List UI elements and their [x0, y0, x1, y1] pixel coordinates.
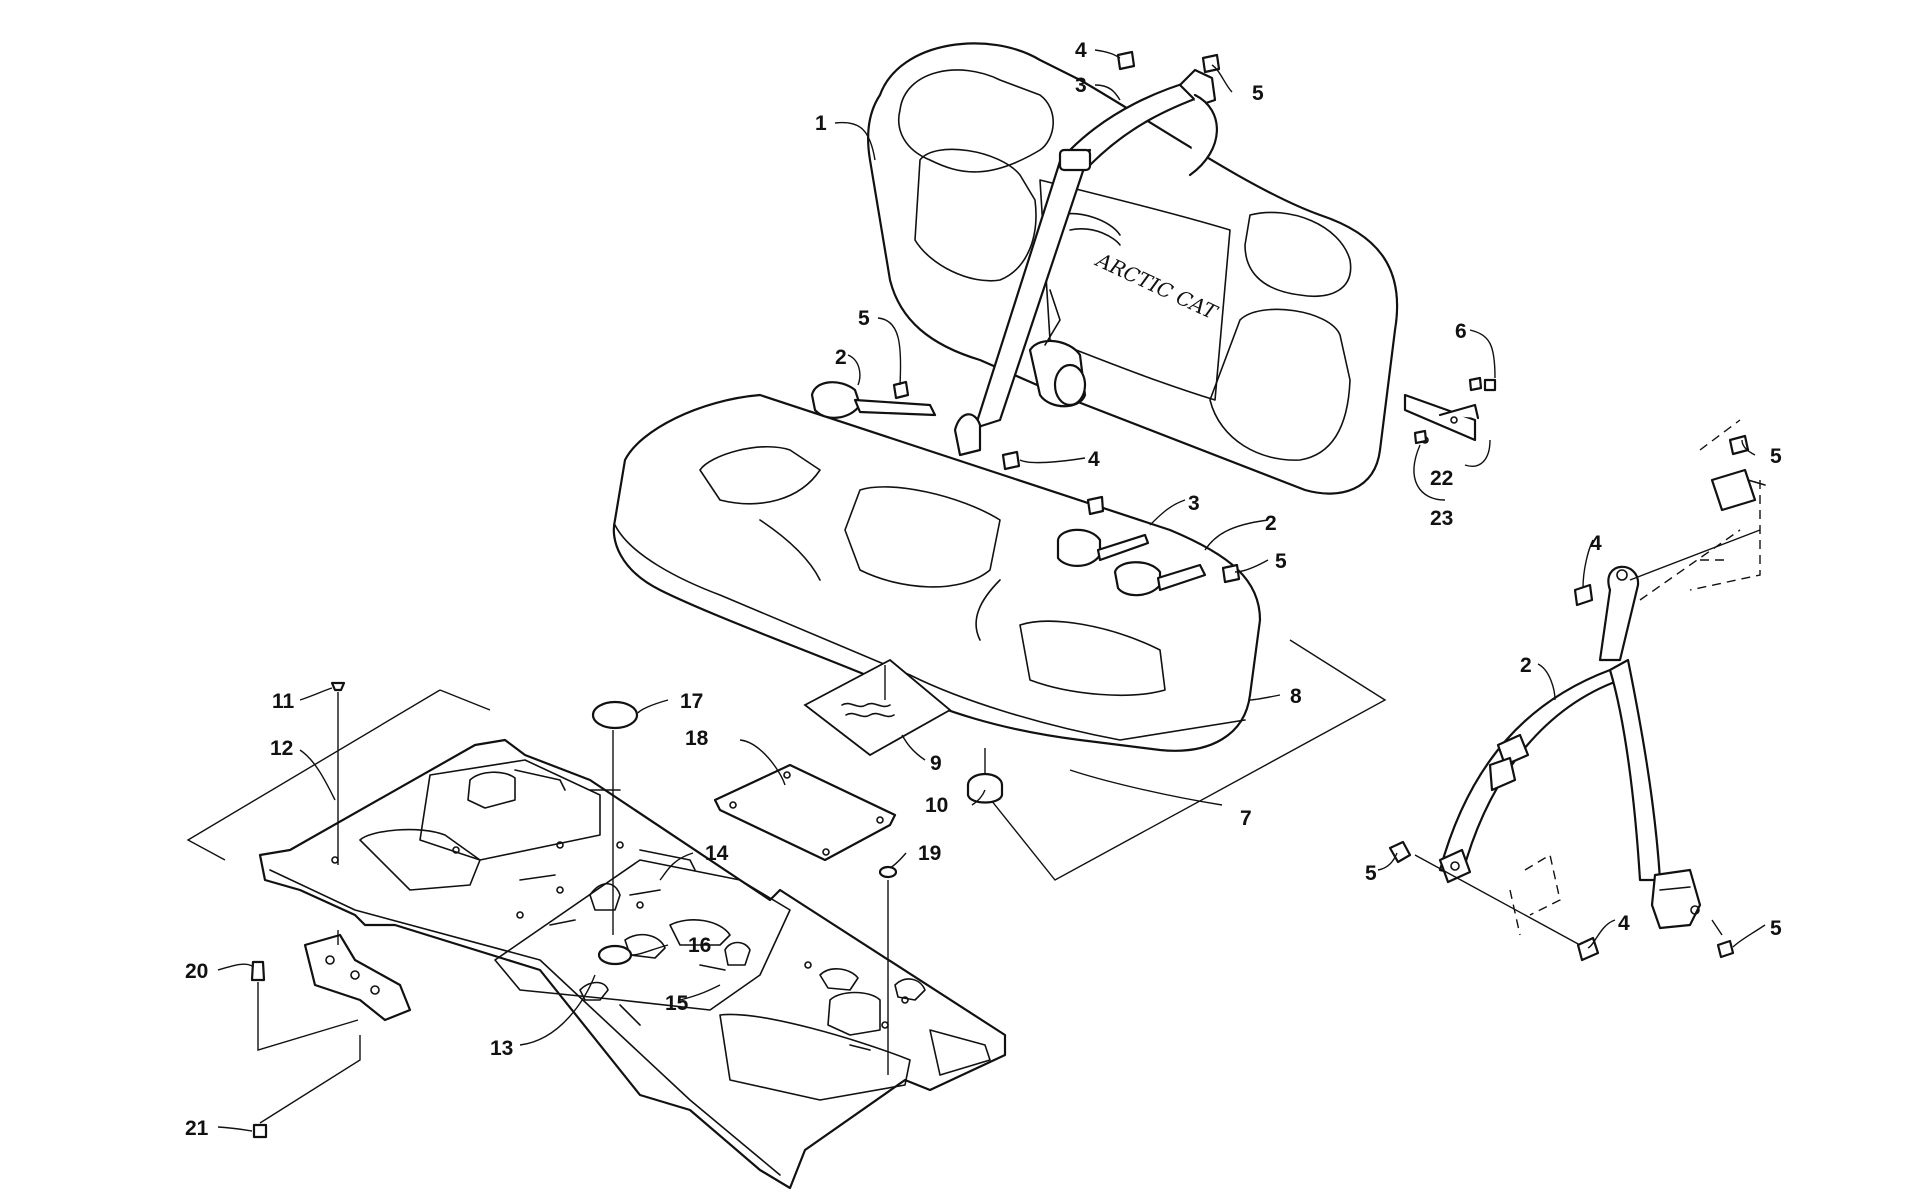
seat-bottom [612, 393, 1262, 752]
callout-14: 14 [705, 842, 729, 865]
callout-19: 19 [918, 842, 941, 865]
callout-17: 17 [680, 690, 703, 713]
callout-11: 11 [272, 690, 295, 713]
callout-23: 23 [1430, 507, 1453, 530]
callout-16: 16 [688, 934, 711, 957]
seat-buckles [810, 381, 1207, 597]
callout-4: 4 [1075, 39, 1087, 62]
callout-5: 5 [1770, 445, 1782, 468]
callout-3: 3 [1188, 492, 1200, 515]
callout-9: 9 [930, 752, 942, 775]
callout-2: 2 [1265, 512, 1277, 535]
callout-5: 5 [1275, 550, 1287, 573]
callout-10: 10 [925, 794, 948, 817]
callout-18: 18 [685, 727, 709, 750]
drain-plug [591, 700, 639, 730]
side-bracket [1403, 378, 1497, 444]
access-cover [713, 763, 897, 862]
callout-7: 7 [1240, 807, 1252, 830]
callout-4: 4 [1088, 448, 1100, 471]
callout-5: 5 [1365, 862, 1377, 885]
velcro-label [803, 658, 952, 757]
grommet [878, 865, 898, 1075]
seat-base-pan [258, 738, 1007, 1190]
shoulder-belt-upper [973, 68, 1218, 430]
callout-6: 6 [1455, 320, 1467, 343]
seat-assembly-outline [974, 639, 1387, 881]
seat-hardware [892, 50, 1483, 584]
callout-4: 4 [1590, 532, 1602, 555]
seat-belt-detail [1388, 419, 1766, 962]
plug-hole [597, 944, 633, 966]
callout-3: 3 [1075, 74, 1087, 97]
belt-retractor [1028, 289, 1087, 408]
callout-labels: 1 2 2 2 3 3 4 4 4 4 5 5 5 5 5 5 6 7 8 9 … [185, 39, 1782, 1140]
rubber-bumper [966, 748, 1004, 804]
callout-8: 8 [1290, 685, 1302, 708]
seat-base-outline [186, 689, 491, 861]
rivet [330, 681, 346, 865]
callout-5: 5 [858, 307, 870, 330]
callout-12: 12 [270, 737, 293, 760]
callout-2: 2 [1520, 654, 1532, 677]
callout-20: 20 [185, 960, 208, 983]
leader-lines [217, 49, 1766, 1132]
lower-bracket [250, 930, 412, 1139]
callout-1: 1 [815, 112, 827, 135]
callout-21: 21 [185, 1117, 209, 1140]
callout-4: 4 [1618, 912, 1630, 935]
callout-2: 2 [835, 346, 847, 369]
callout-15: 15 [665, 992, 689, 1015]
callout-22: 22 [1430, 467, 1453, 490]
callout-5: 5 [1252, 82, 1264, 105]
callout-13: 13 [490, 1037, 513, 1060]
callout-5: 5 [1770, 917, 1782, 940]
seat-backrest: ARCTIC CAT [866, 42, 1399, 495]
